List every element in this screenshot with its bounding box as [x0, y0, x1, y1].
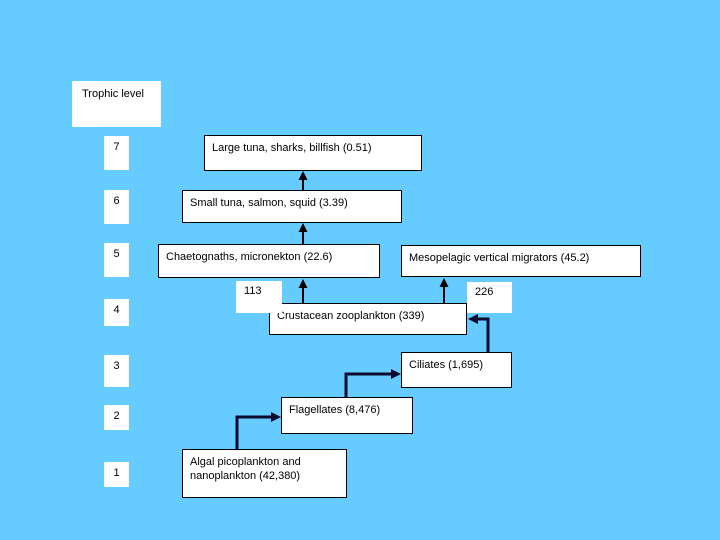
trophic-level-label-1: 1: [104, 462, 129, 487]
node-small-tuna: Small tuna, salmon, squid (3.39): [182, 190, 402, 223]
arrow-crustacean-to-mesopelagic: [439, 278, 449, 304]
arrow-ciliates-to-crustacean: [468, 314, 490, 352]
node-flagellates: Flagellates (8,476): [281, 397, 413, 434]
trophic-level-label-4: 4: [104, 299, 129, 326]
trophic-level-label-5: 5: [104, 243, 129, 277]
trophic-level-label-7: 7: [104, 136, 129, 170]
node-crustacean-zooplankton: Crustacean zooplankton (339): [269, 303, 467, 335]
node-algal-picoplankton: Algal picoplankton and nanoplankton (42,…: [182, 449, 347, 498]
arrow-flagellates-to-ciliates: [344, 369, 401, 398]
arrow-chaetognaths-to-small-tuna: [298, 223, 308, 245]
trophic-level-label-2: 2: [104, 405, 129, 430]
node-large-tuna: Large tuna, sharks, billfish (0.51): [204, 135, 422, 171]
arrow-algal-to-flagellates: [235, 412, 281, 449]
node-mesopelagic-migrators: Mesopelagic vertical migrators (45.2): [401, 245, 641, 277]
node-chaetognaths: Chaetognaths, micronekton (22.6): [158, 244, 380, 278]
trophic-level-label-3: 3: [104, 355, 129, 387]
flux-label-226: 226: [467, 282, 512, 313]
trophic-level-label-6: 6: [104, 190, 129, 224]
flux-label-113: 113: [236, 281, 282, 313]
arrow-crustacean-to-chaetognaths: [298, 279, 308, 304]
arrow-small-tuna-to-large-tuna: [298, 171, 308, 191]
node-ciliates: Ciliates (1,695): [401, 352, 512, 388]
trophic-level-title: Trophic level: [72, 81, 161, 127]
